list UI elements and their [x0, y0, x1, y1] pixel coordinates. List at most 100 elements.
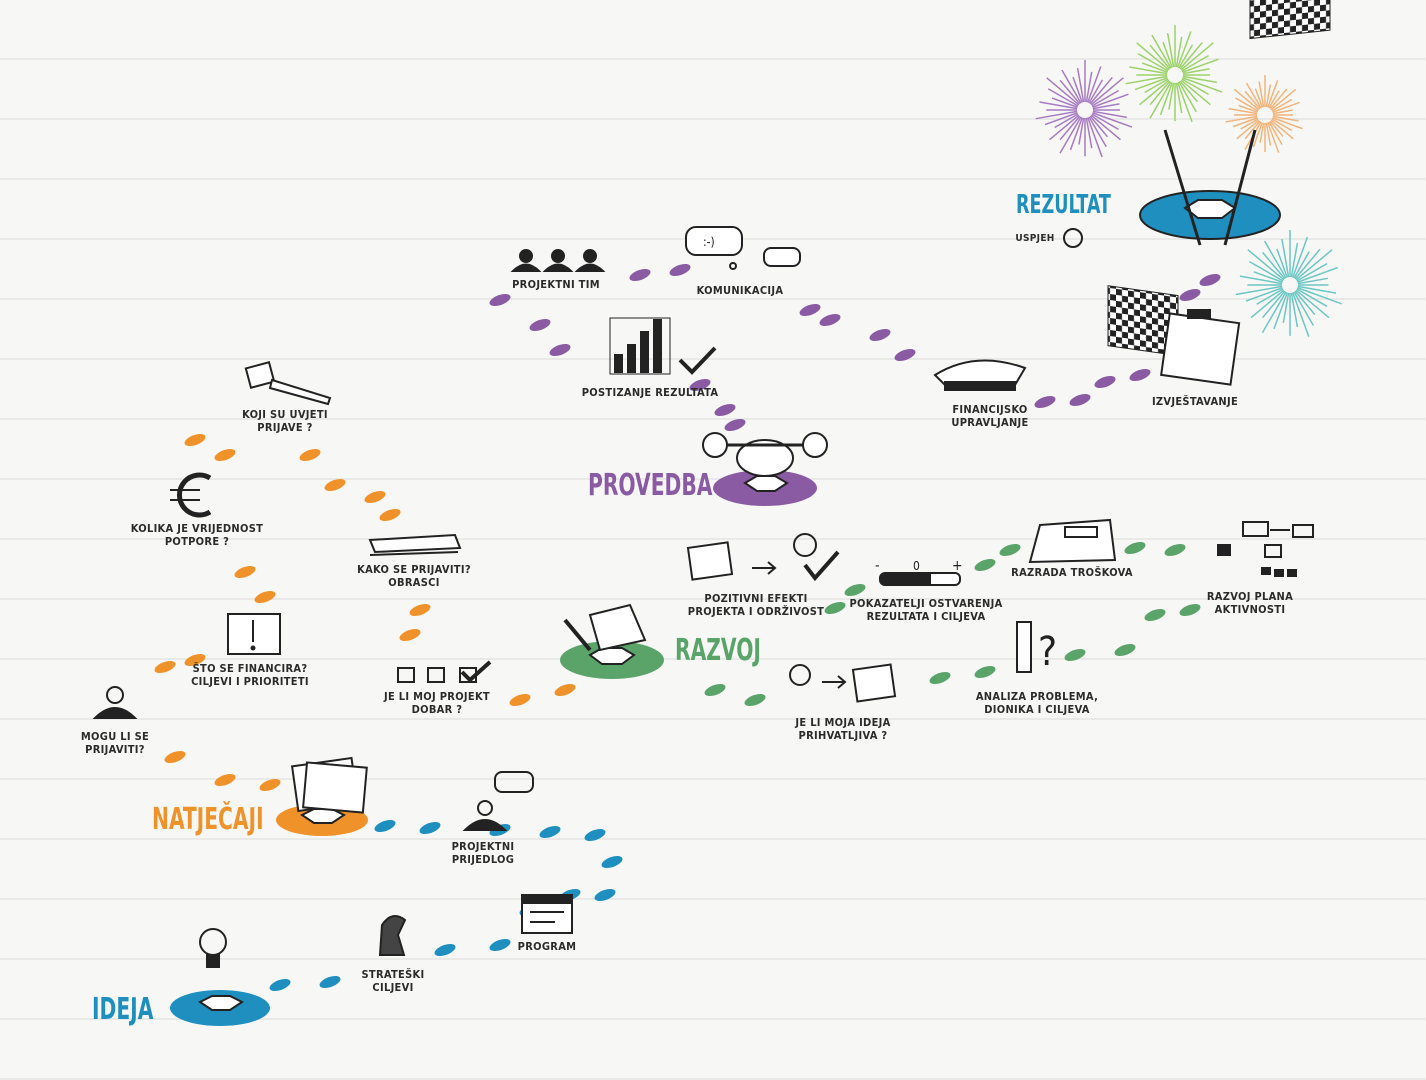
lightbulb-icon — [199, 928, 227, 968]
step-label-mogu: Mogu li seprijaviti? — [81, 730, 149, 756]
label-line: prijedlog — [451, 853, 515, 866]
footprint — [929, 671, 951, 685]
footprint — [324, 478, 346, 492]
footprint — [254, 590, 276, 604]
svg-text:+: + — [952, 558, 963, 574]
footprint — [669, 263, 691, 277]
stage-title-provedba: PROVEDBA — [588, 468, 713, 503]
stage-title-ideja: IDEJA — [92, 992, 154, 1027]
ruler-question-icon: ? — [1016, 621, 1057, 675]
footprint — [799, 303, 821, 317]
footprint — [234, 565, 256, 579]
label-line: Program — [517, 940, 577, 953]
label-line: upravljanje — [951, 416, 1029, 429]
chess-knight-icon — [378, 915, 407, 956]
footprint — [1124, 541, 1146, 555]
footprint — [601, 855, 623, 869]
question-person-icon — [92, 686, 138, 719]
footprint — [214, 773, 236, 787]
footprint — [1164, 543, 1186, 557]
footprint — [399, 628, 421, 642]
footprint — [1179, 288, 1201, 302]
footprint — [529, 318, 551, 332]
footprint — [744, 693, 766, 707]
label-line: Strateški — [361, 968, 425, 981]
paper-pen-icon — [563, 603, 647, 652]
label-line: prihvatljiva ? — [798, 729, 888, 742]
footprint — [269, 978, 291, 992]
euro-icon — [170, 472, 212, 518]
team-icon — [510, 249, 606, 272]
brain-gym-icon — [702, 432, 828, 477]
footprint — [999, 543, 1021, 557]
bar-chart-check-icon — [609, 317, 717, 375]
footprint — [364, 490, 386, 504]
footprint — [374, 819, 396, 833]
footprint — [154, 660, 176, 674]
svg-text::-): :-) — [703, 235, 715, 249]
svg-text:-: - — [875, 558, 880, 574]
step-label-pokazatelji: Pokazatelji ostvarenjarezultata i ciljev… — [849, 597, 1002, 623]
org-chart-icon — [1217, 521, 1314, 577]
footprint — [184, 653, 206, 667]
footprint — [704, 683, 726, 697]
label-line: Financijsko — [952, 403, 1028, 416]
step-label-uvjeti: Koji su uvjetiprijave ? — [242, 408, 328, 434]
footprint — [819, 313, 841, 327]
step-label-plan: Razvoj planaaktivnosti — [1207, 590, 1293, 616]
label-line: dobar ? — [411, 703, 463, 716]
label-line: Izvještavanje — [1151, 395, 1239, 408]
label-line: Kako se prijaviti? — [357, 563, 471, 576]
label-line: prijaviti? — [85, 743, 145, 756]
footprint — [714, 403, 736, 417]
footprint — [434, 943, 456, 957]
footprint — [1129, 368, 1151, 382]
footprint — [1179, 603, 1201, 617]
checkered-flags-icon — [1107, 0, 1331, 357]
footprint — [974, 558, 996, 572]
footprint — [549, 343, 571, 357]
footprint — [409, 603, 431, 617]
clipboard-icon — [1160, 309, 1241, 386]
label-line: Je li moja ideja — [795, 716, 891, 729]
footprint — [164, 750, 186, 764]
footprint — [1069, 393, 1091, 407]
step-label-financira: Što se financira?ciljevi i prioriteti — [191, 662, 309, 688]
label-line: Koji su uvjeti — [242, 408, 328, 421]
checkboxes-icon — [397, 660, 492, 683]
step-label-tim: Projektni tim — [512, 278, 600, 291]
footprint — [894, 348, 916, 362]
step-label-strateski: Strateškiciljevi — [362, 968, 425, 994]
footprint — [509, 693, 531, 707]
footprint — [489, 938, 511, 952]
footprint — [1064, 648, 1086, 662]
label-line: prijave ? — [257, 421, 313, 434]
footprint — [554, 683, 576, 697]
forms-stack-icon — [368, 533, 462, 556]
step-label-izvjestavanje: Izvještavanje — [1152, 395, 1238, 408]
footprint — [379, 508, 401, 522]
step-label-financijsko: Financijskoupravljanje — [951, 403, 1028, 429]
step-label-efekti: Pozitivni efektiprojekta i održivost — [688, 592, 824, 618]
step-label-vrijednost: Kolika je vrijednostpotpore ? — [131, 522, 263, 548]
person-speech-icon — [462, 771, 534, 831]
smiley-icon — [1063, 228, 1083, 248]
calculator-icon — [1028, 518, 1117, 564]
station-razvoj — [560, 641, 664, 679]
gavel-icon — [244, 361, 332, 406]
label-line: ciljevi — [372, 981, 414, 994]
label-line: Analiza problema, — [975, 690, 1099, 703]
footprint — [214, 448, 236, 462]
station-provedba — [713, 470, 817, 506]
step-label-program: Program — [518, 940, 577, 953]
footprint — [594, 888, 616, 902]
documents-icon — [290, 756, 368, 814]
station-natjecaji — [276, 804, 368, 836]
label-line: dionika i ciljeva — [984, 703, 1090, 716]
footprint — [319, 975, 341, 989]
label-line: ciljevi i prioriteti — [191, 675, 309, 688]
footprint — [1199, 273, 1221, 287]
footprint — [844, 583, 866, 597]
label-line: Komunikacija — [696, 284, 784, 297]
slider-indicator-icon: - 0 + — [875, 558, 963, 586]
